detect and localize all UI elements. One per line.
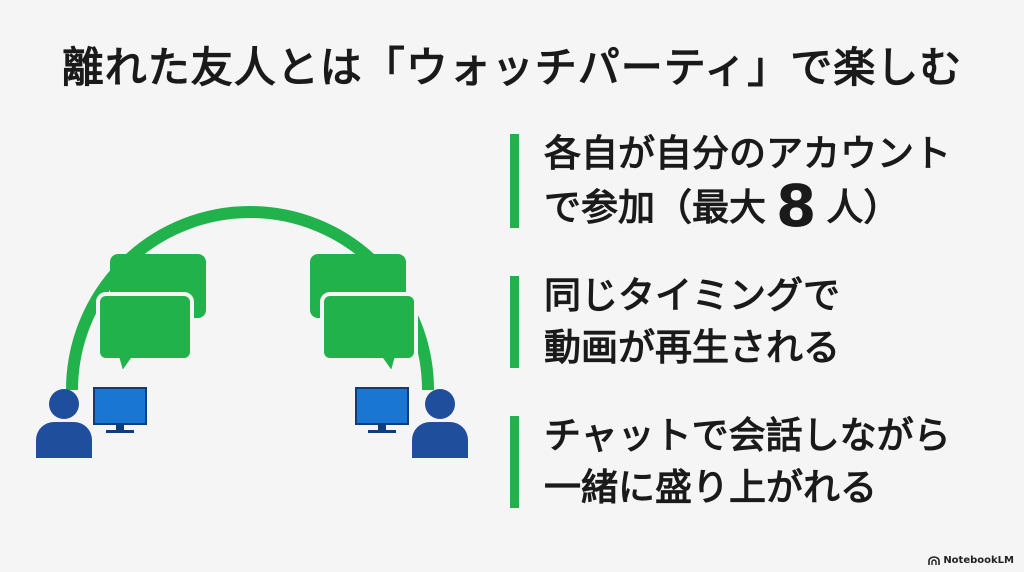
feature-point-sync-playback: 同じタイミングで 動画が再生される — [510, 270, 1010, 374]
point-line: 同じタイミングで — [544, 274, 840, 317]
point-line: 各自が自分のアカウント — [544, 132, 951, 175]
watch-party-illustration — [30, 190, 470, 480]
monitor-icon-right — [355, 387, 409, 433]
point-line-suffix: 人） — [826, 186, 901, 229]
max-people-number: 8 — [776, 172, 817, 240]
point-line-prefix: で参加（最大 — [544, 186, 766, 229]
point-line: チャットで会話しながら — [544, 414, 951, 457]
accent-bar — [510, 276, 519, 368]
brand-watermark: NotebookLM — [928, 555, 1014, 566]
monitor-icon-left — [93, 387, 147, 433]
point-line: 一緒に盛り上がれる — [544, 466, 877, 509]
brand-label: NotebookLM — [943, 555, 1014, 566]
chat-bubbles-icon-right — [310, 254, 418, 379]
person-icon-right — [412, 389, 468, 458]
person-icon-left — [36, 389, 92, 458]
feature-point-chat: チャットで会話しながら 一緒に盛り上がれる — [510, 410, 1010, 514]
notebooklm-icon — [928, 555, 941, 565]
point-line: 動画が再生される — [544, 326, 840, 369]
accent-bar — [510, 134, 519, 228]
chat-bubbles-icon-left — [96, 254, 206, 379]
accent-bar — [510, 416, 519, 508]
slide-title: 離れた友人とは「ウォッチパーティ」で楽しむ — [61, 43, 963, 92]
